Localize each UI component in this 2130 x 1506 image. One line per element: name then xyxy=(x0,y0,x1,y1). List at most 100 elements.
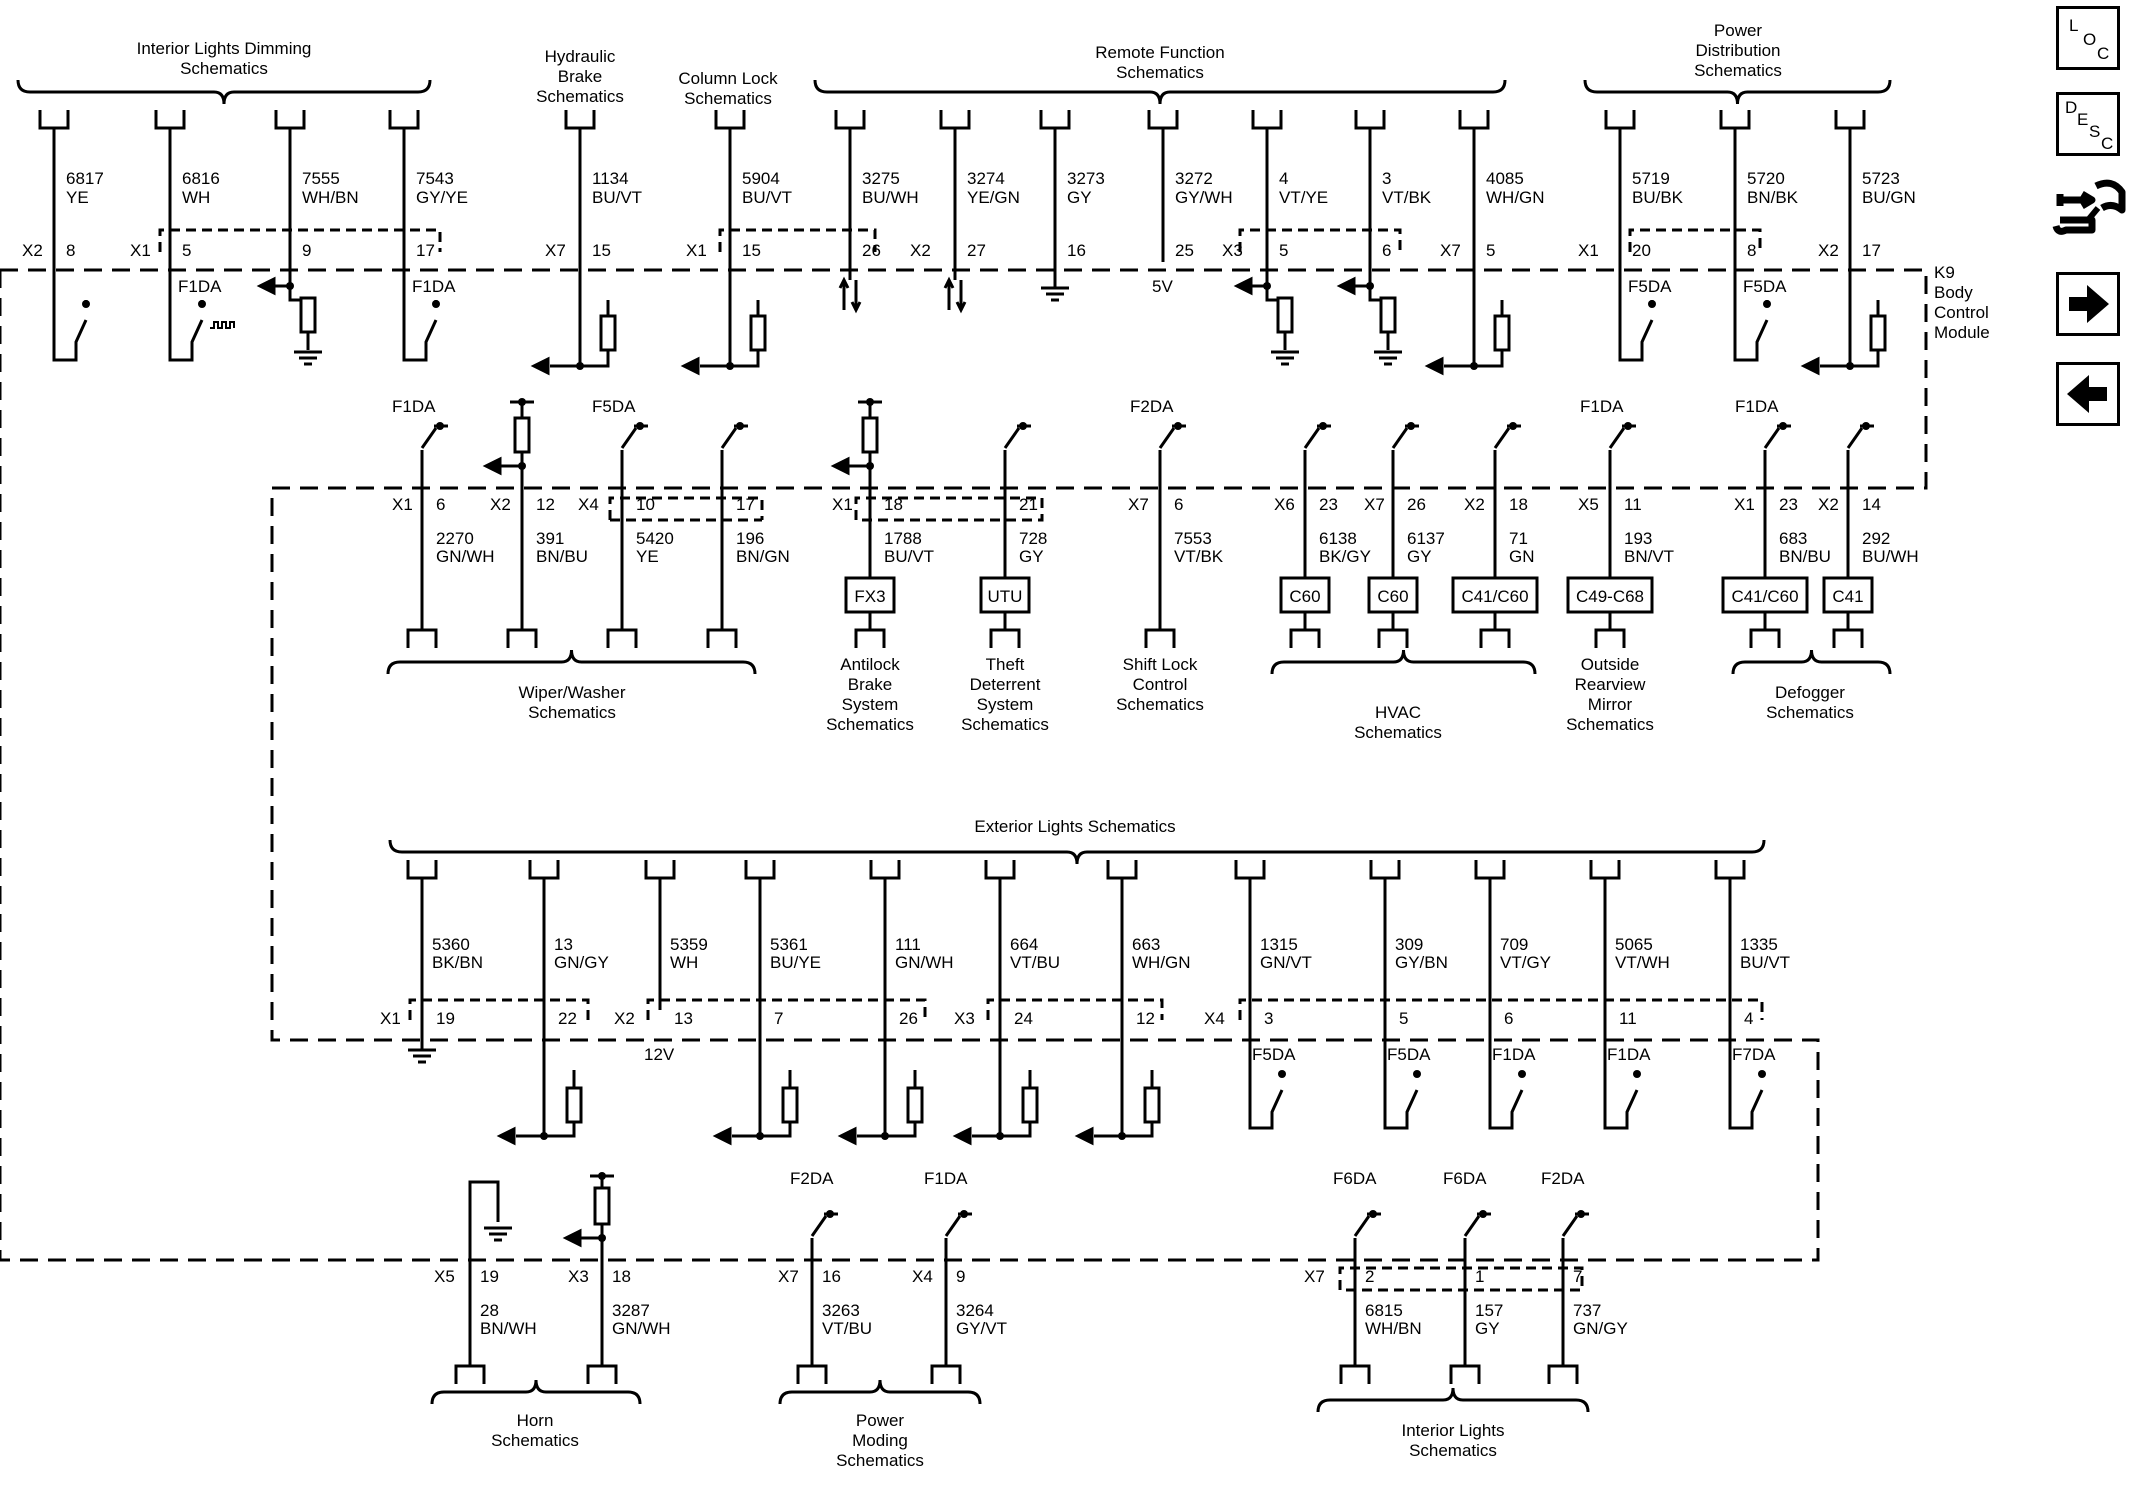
arrow-head xyxy=(837,1126,857,1146)
arrow-head xyxy=(1233,276,1253,296)
circuit-number: 6817 xyxy=(66,169,104,188)
svg-text:D: D xyxy=(2065,98,2077,117)
arrow-head xyxy=(530,356,550,376)
module-name: Control xyxy=(1934,303,1989,322)
switch-pivot xyxy=(1758,1070,1766,1078)
group-label: Power xyxy=(856,1411,905,1430)
connector-symbol xyxy=(1604,110,1636,130)
pin-number: 27 xyxy=(967,241,986,260)
connector-symbol xyxy=(984,860,1016,880)
circuit-number: 292 xyxy=(1862,529,1890,548)
switch-pivot xyxy=(1518,1070,1526,1078)
arrow-head xyxy=(482,456,502,476)
circuit-number: 7555 xyxy=(302,169,340,188)
circuit-number: 5360 xyxy=(432,935,470,954)
fuse-label: F2DA xyxy=(1541,1169,1585,1188)
pin-number: 11 xyxy=(1624,495,1642,514)
circuit-number: 111 xyxy=(895,935,921,954)
resistor xyxy=(1021,1086,1039,1124)
resistor xyxy=(749,314,767,352)
switch-symbol xyxy=(1003,427,1021,449)
component-label: C60 xyxy=(1377,587,1408,606)
wire-color: GN/GY xyxy=(1573,1319,1628,1338)
location-button[interactable]: L O C xyxy=(2056,6,2120,70)
group-label: Interior Lights xyxy=(1402,1421,1505,1440)
wire-color: WH xyxy=(670,953,698,972)
pin-number: 19 xyxy=(436,1009,455,1028)
connector-symbol xyxy=(1369,860,1401,880)
group-bracket xyxy=(1270,649,1537,675)
connector-box xyxy=(854,496,1044,522)
previous-page-button[interactable] xyxy=(2056,362,2120,426)
wire-color: YE xyxy=(636,547,659,566)
switch-pivot xyxy=(1479,1210,1487,1218)
junction xyxy=(576,362,584,370)
circuit-number: 5420 xyxy=(636,529,674,548)
fuse-label: F2DA xyxy=(790,1169,834,1188)
circuit-number: 5719 xyxy=(1632,169,1670,188)
group-label: Schematics xyxy=(1116,63,1204,82)
pin-number: 7 xyxy=(774,1009,783,1028)
fuse-label: F5DA xyxy=(1387,1045,1431,1064)
next-page-button[interactable] xyxy=(2056,272,2120,336)
pin-number: 9 xyxy=(956,1267,965,1286)
connector-symbol xyxy=(1039,110,1071,130)
group-label: Brake xyxy=(558,67,602,86)
connector-info-button[interactable] xyxy=(2052,172,2126,242)
circuit-number: 5359 xyxy=(670,935,708,954)
connector-symbol xyxy=(454,1364,486,1384)
circuit-number: 664 xyxy=(1010,935,1038,954)
switch-symbol xyxy=(1303,427,1321,449)
switch-symbol xyxy=(1763,427,1781,449)
circuit-number: 71 xyxy=(1509,529,1528,548)
pin-number: 12 xyxy=(536,495,555,514)
resistor xyxy=(1276,296,1294,334)
connector-symbol xyxy=(1354,110,1386,130)
group-label: Schematics xyxy=(1409,1441,1497,1460)
pin-number: 26 xyxy=(899,1009,918,1028)
component-label: FX3 xyxy=(854,587,885,606)
resistor xyxy=(593,1186,611,1226)
component-label: C41 xyxy=(1832,587,1863,606)
wire xyxy=(857,878,887,1138)
connector-symbol xyxy=(564,110,596,130)
svg-text:S: S xyxy=(2089,122,2100,141)
wire-color: YE/GN xyxy=(967,188,1020,207)
switch-symbol xyxy=(720,427,738,449)
wire-color: GY/WH xyxy=(1175,188,1233,207)
wire-color: GY/VT xyxy=(956,1319,1007,1338)
connector-symbol xyxy=(388,110,420,130)
circuit-number: 5065 xyxy=(1615,935,1653,954)
description-button[interactable]: D E S C xyxy=(2056,92,2120,156)
circuit-number: 6137 xyxy=(1407,529,1445,548)
group-bracket xyxy=(1316,1387,1590,1413)
circuit-number: 28 xyxy=(480,1301,499,1320)
wire-color: BK/BN xyxy=(432,953,483,972)
switch-symbol xyxy=(1158,427,1176,449)
pin-number: 7 xyxy=(1573,1267,1582,1286)
wire-color: BU/VT xyxy=(1740,953,1790,972)
junction xyxy=(1118,1132,1126,1140)
connector-label: X5 xyxy=(1578,495,1599,514)
wire-color: GN/GY xyxy=(554,953,609,972)
group-label: System xyxy=(977,695,1034,714)
fuse-label: F1DA xyxy=(1580,397,1624,416)
group-bracket xyxy=(16,79,432,105)
wire-color: BU/YE xyxy=(770,953,821,972)
group-label: Schematics xyxy=(826,715,914,734)
svg-text:E: E xyxy=(2077,110,2088,129)
circuit-number: 1335 xyxy=(1740,935,1778,954)
connector-symbol xyxy=(1474,860,1506,880)
module-name: Body xyxy=(1934,283,1973,302)
circuit-number: 5720 xyxy=(1747,169,1785,188)
pin-number: 6 xyxy=(436,495,445,514)
wire-color: VT/BU xyxy=(1010,953,1060,972)
pin-number: 14 xyxy=(1862,495,1881,514)
module-name: K9 xyxy=(1934,263,1955,282)
wire-color: BN/VT xyxy=(1624,547,1674,566)
wire-color: GY xyxy=(1407,547,1432,566)
circuit-number: 3272 xyxy=(1175,169,1213,188)
wire-color: BU/VT xyxy=(884,547,934,566)
wire-color: VT/WH xyxy=(1615,953,1670,972)
wrench-connector-icon xyxy=(2052,179,2126,235)
